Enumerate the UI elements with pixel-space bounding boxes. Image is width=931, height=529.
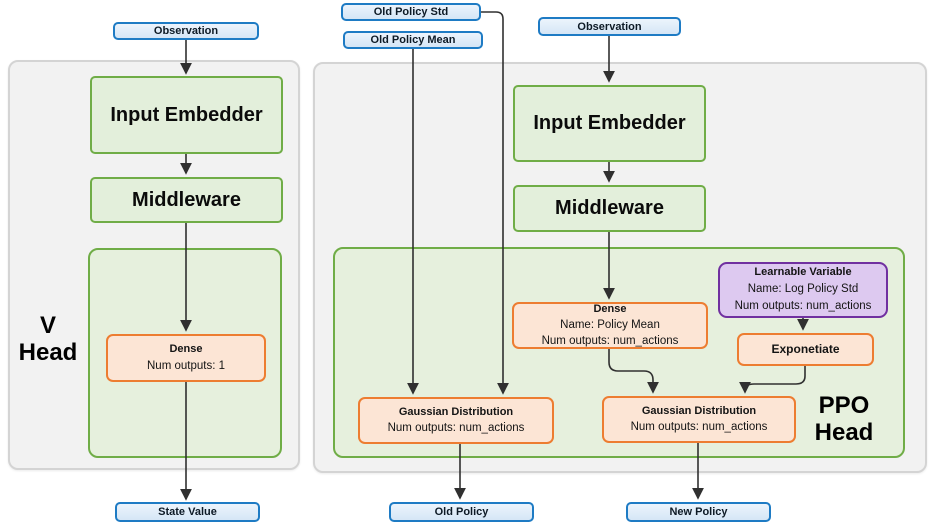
gaussian-distribution-old: Gaussian Distribution Num outputs: num_a… xyxy=(358,397,554,444)
dense-left-outputs: Num outputs: 1 xyxy=(147,359,225,372)
input-embedder-left: Input Embedder xyxy=(90,76,283,154)
ppo-head-label: PPO Head xyxy=(798,392,890,446)
input-embedder-right: Input Embedder xyxy=(513,85,706,162)
gaussian-old-title: Gaussian Distribution xyxy=(398,405,514,418)
dense-right-name: Name: Policy Mean xyxy=(560,319,660,332)
observation-input-left: Observation xyxy=(113,22,259,40)
gaussian-old-outputs: Num outputs: num_actions xyxy=(387,422,525,435)
dense-policy-mean-layer: Dense Name: Policy Mean Num outputs: num… xyxy=(512,302,708,349)
old-policy-std-input: Old Policy Std xyxy=(341,3,481,21)
middleware-left: Middleware xyxy=(90,177,283,223)
gaussian-new-title: Gaussian Distribution xyxy=(641,404,757,417)
v-head-label-line1: V xyxy=(39,312,56,339)
observation-input-right: Observation xyxy=(538,17,681,36)
ppo-head-label-line2: Head xyxy=(814,419,874,447)
old-policy-output: Old Policy xyxy=(389,502,534,522)
dense-layer-left: Dense Num outputs: 1 xyxy=(106,334,266,382)
gaussian-new-outputs: Num outputs: num_actions xyxy=(630,421,768,434)
learnable-variable-outputs: Num outputs: num_actions xyxy=(734,299,872,312)
exponetiate-box: Exponetiate xyxy=(737,333,874,366)
dense-right-title: Dense xyxy=(593,302,627,315)
v-head-label-line2: Head xyxy=(18,339,78,367)
dense-right-outputs: Num outputs: num_actions xyxy=(541,335,679,348)
learnable-variable-box: Learnable Variable Name: Log Policy Std … xyxy=(718,262,888,318)
exponetiate-label: Exponetiate xyxy=(771,342,840,357)
middleware-right: Middleware xyxy=(513,185,706,232)
dense-left-title: Dense xyxy=(169,343,203,356)
old-policy-mean-input: Old Policy Mean xyxy=(343,31,483,49)
ppo-head-label-line1: PPO xyxy=(818,392,870,419)
state-value-output: State Value xyxy=(115,502,260,522)
learnable-variable-name: Name: Log Policy Std xyxy=(747,283,859,296)
gaussian-distribution-new: Gaussian Distribution Num outputs: num_a… xyxy=(602,396,796,443)
learnable-variable-title: Learnable Variable xyxy=(754,266,852,279)
v-head-label: V Head xyxy=(6,312,90,366)
new-policy-output: New Policy xyxy=(626,502,771,522)
